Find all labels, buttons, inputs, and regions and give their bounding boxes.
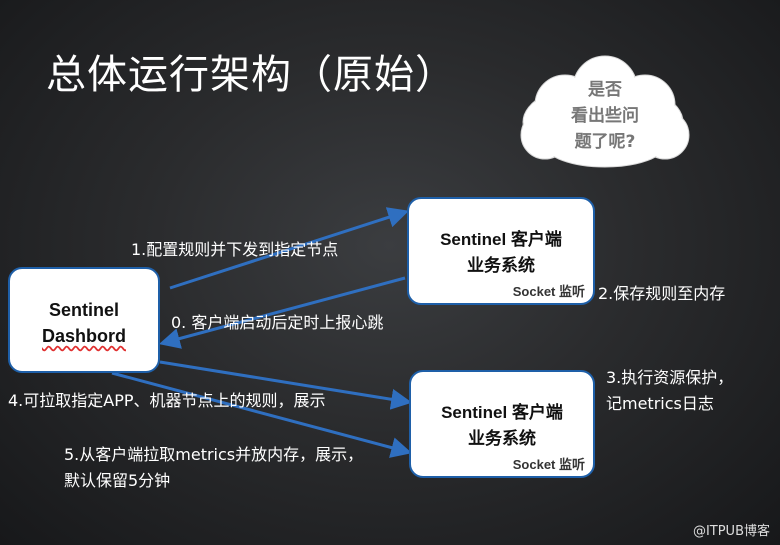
- cloud-line-3: 题了呢?: [574, 132, 636, 152]
- watermark: @ITPUB博客: [692, 524, 770, 539]
- client-bottom-label: Sentinel 客户端 业务系统: [411, 400, 593, 452]
- dashboard-line-2: Dashbord: [41, 326, 126, 346]
- step3-label-line2: 记metrics日志: [606, 394, 714, 413]
- arrow-step0: [158, 276, 406, 349]
- client-box-top: Sentinel 客户端 业务系统 Socket 监听: [407, 197, 595, 305]
- dashboard-line-1: Sentinel: [48, 300, 119, 320]
- arrow-step4: [159, 360, 413, 410]
- cloud-text: 是否 看出些问 题了呢?: [550, 77, 660, 155]
- step1-label: 1.配置规则并下发到指定节点: [131, 240, 339, 259]
- dashboard-box: Sentinel Dashbord: [8, 267, 160, 373]
- client-bottom-line-2: 业务系统: [468, 429, 536, 448]
- step4-label: 4.可拉取指定APP、机器节点上的规则，展示: [8, 391, 326, 410]
- dashboard-label: Sentinel Dashbord: [10, 297, 158, 349]
- client-bottom-line-1: Sentinel 客户端: [441, 403, 563, 422]
- step5-label-line1: 5.从客户端拉取metrics并放内存，展示，: [64, 445, 364, 464]
- step2-label: 2.保存规则至内存: [598, 284, 726, 303]
- cloud-line-1: 是否: [588, 80, 622, 100]
- arrow-step1: [169, 207, 409, 290]
- step5-label-line2: 默认保留5分钟: [64, 471, 171, 490]
- client-top-line-1: Sentinel 客户端: [440, 230, 562, 249]
- client-top-line-2: 业务系统: [467, 256, 535, 275]
- client-top-socket: Socket 监听: [512, 284, 585, 299]
- step0-label: 0. 客户端启动后定时上报心跳: [171, 313, 384, 332]
- cloud-line-2: 看出些问: [571, 106, 639, 126]
- client-bottom-socket: Socket 监听: [512, 457, 585, 472]
- client-top-label: Sentinel 客户端 业务系统: [409, 227, 593, 279]
- thought-cloud: [520, 55, 690, 168]
- client-box-bottom: Sentinel 客户端 业务系统 Socket 监听: [409, 370, 595, 478]
- arrow-step5: [111, 371, 413, 458]
- step3-label-line1: 3.执行资源保护，: [606, 368, 734, 387]
- page-title: 总体运行架构（原始）: [46, 52, 456, 98]
